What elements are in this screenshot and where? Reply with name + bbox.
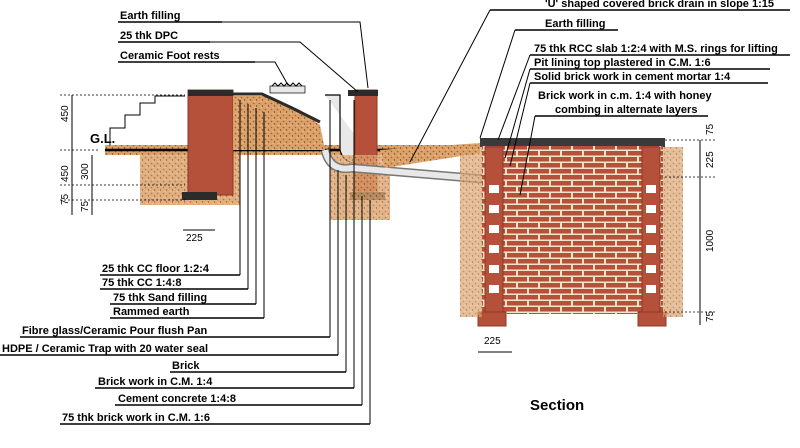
label-cc-floor: 25 thk CC floor 1:2:4 — [102, 263, 210, 275]
label-honeycomb-2: combing in alternate layers — [555, 104, 697, 116]
label-rcc-slab: 75 thk RCC slab 1:2:4 with M.S. rings fo… — [534, 43, 778, 55]
dim-right-75-bottom: 75 — [705, 310, 716, 322]
dim-right-225-base: 225 — [484, 336, 501, 347]
label-honeycomb-1: Brick work in c.m. 1:4 with honey — [538, 90, 712, 102]
label-cement-concrete: Cement concrete 1:4:8 — [118, 393, 236, 405]
dim-left-450-bottom: 450 — [60, 165, 71, 182]
label-earth-filling-left: Earth filling — [120, 10, 181, 22]
section-title: Section — [530, 397, 584, 414]
dim-right-75-top: 75 — [705, 123, 716, 135]
dim-left-75-b: 75 — [80, 200, 91, 212]
label-earth-filling-right: Earth filling — [545, 18, 606, 30]
leader-lines — [0, 9, 790, 425]
label-brick-work-14: Brick work in C.M. 1:4 — [98, 376, 213, 388]
dim-left-225: 225 — [186, 233, 203, 244]
dim-right-1000: 1000 — [705, 229, 716, 252]
label-trap: HDPE / Ceramic Trap with 20 water seal — [2, 343, 208, 355]
label-pan: Fibre glass/Ceramic Pour flush Pan — [22, 325, 208, 337]
bottom-labels: 25 thk CC floor 1:2:4 75 thk CC 1:4:8 75… — [2, 263, 236, 424]
label-75-brick: 75 thk brick work in C.M. 1:6 — [62, 412, 210, 424]
leach-pit — [460, 138, 683, 327]
left-structure — [105, 82, 496, 220]
label-u-drain: 'U' shaped covered brick drain in slope … — [545, 0, 774, 10]
dim-left-300: 300 — [80, 163, 91, 180]
dim-left-75-a: 75 — [60, 193, 71, 205]
dim-left-450-top: 450 — [60, 105, 71, 122]
label-dpc: 25 thk DPC — [120, 30, 178, 42]
ground-level-label: G.L. — [90, 131, 115, 146]
label-sand: 75 thk Sand filling — [113, 292, 207, 304]
right-dimension-text: 75 225 1000 75 225 — [484, 123, 716, 347]
top-left-labels: Earth filling 25 thk DPC Ceramic Foot re… — [120, 10, 220, 62]
label-solid-brick: Solid brick work in cement mortar 1:4 — [534, 71, 731, 83]
left-dimension-text: 450 450 300 75 75 225 — [60, 105, 203, 244]
label-cc-148: 75 thk CC 1:4:8 — [102, 277, 181, 289]
label-pit-lining: Pit lining top plastered in C.M. 1:6 — [534, 57, 711, 69]
dim-right-225: 225 — [705, 151, 716, 168]
top-right-labels: 'U' shaped covered brick drain in slope … — [534, 0, 778, 116]
dimensions — [60, 94, 715, 353]
label-rammed-earth: Rammed earth — [113, 306, 190, 318]
label-foot-rests: Ceramic Foot rests — [120, 50, 220, 62]
label-brick: Brick — [172, 360, 200, 372]
